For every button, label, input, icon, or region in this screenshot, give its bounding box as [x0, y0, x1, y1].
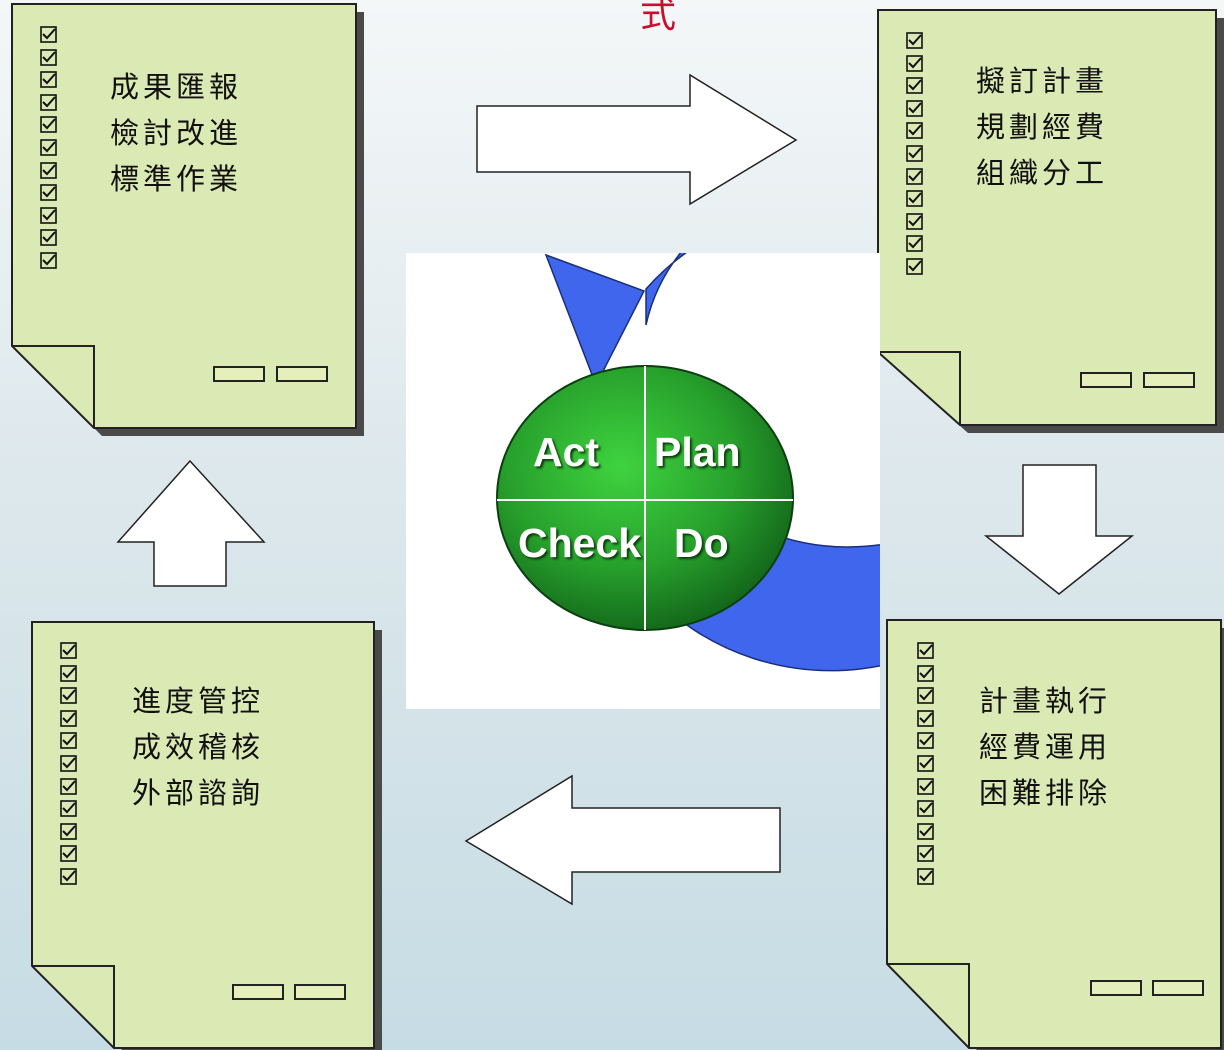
checkbox-icon	[60, 822, 77, 840]
checkbox-icon	[906, 235, 923, 253]
check-line-3: 外部諮詢	[132, 776, 265, 810]
checkbox-column	[917, 642, 934, 891]
checkbox-icon	[906, 99, 923, 117]
footer-slot	[1080, 372, 1132, 388]
act-line-2: 檢討改進	[110, 116, 243, 150]
plan-line-2: 規劃經費	[976, 110, 1109, 144]
cycle-arrowhead-icon	[544, 253, 646, 387]
checkbox-icon	[906, 54, 923, 72]
checkbox-icon	[60, 868, 77, 885]
act-line-3: 標準作業	[110, 162, 243, 196]
arrow-left-icon	[464, 774, 781, 906]
checkbox-icon	[60, 687, 77, 704]
checkbox-icon	[917, 755, 934, 772]
checkbox-icon	[917, 664, 934, 682]
checkbox-icon	[917, 777, 934, 795]
footer-slot	[213, 366, 265, 382]
checkbox-icon	[917, 709, 934, 727]
footer-slot	[276, 366, 328, 382]
footer-slot	[1152, 980, 1204, 996]
title-fragment: 式	[640, 0, 677, 36]
checkbox-icon	[60, 732, 77, 750]
checkbox-icon	[40, 116, 57, 134]
checkbox-icon	[906, 122, 923, 140]
checkbox-icon	[40, 229, 57, 247]
arrow-right-icon	[476, 73, 798, 206]
do-label: Do	[674, 520, 729, 566]
checkbox-icon	[917, 732, 934, 750]
checkbox-column	[60, 642, 77, 891]
checkbox-icon	[906, 145, 923, 162]
checkbox-icon	[40, 71, 57, 88]
do-card: 計畫執行 經費運用 困難排除	[886, 619, 1224, 1050]
checkbox-icon	[60, 709, 77, 727]
footer-slot	[1090, 980, 1142, 996]
checkbox-icon	[60, 642, 77, 659]
checkbox-icon	[40, 93, 57, 111]
footer-slot	[294, 984, 346, 1000]
checkbox-column	[906, 32, 923, 281]
plan-line-1: 擬訂計畫	[976, 64, 1109, 98]
arrow-up-icon	[116, 459, 266, 587]
checkbox-icon	[917, 822, 934, 840]
checkbox-icon	[40, 26, 57, 43]
checkbox-icon	[906, 190, 923, 207]
pdca-graphic	[496, 253, 880, 672]
do-line-3: 困難排除	[979, 776, 1112, 810]
checkbox-icon	[917, 687, 934, 704]
check-card: 進度管控 成效稽核 外部諮詢	[31, 621, 384, 1050]
check-line-1: 進度管控	[132, 684, 265, 718]
paper-sheet	[31, 621, 382, 1050]
checkbox-icon	[917, 800, 934, 817]
checkbox-icon	[906, 167, 923, 185]
act-line-1: 成果匯報	[110, 70, 243, 104]
checkbox-icon	[40, 184, 57, 201]
checkbox-icon	[40, 161, 57, 179]
checkbox-icon	[40, 206, 57, 224]
paper-sheet	[886, 619, 1224, 1050]
checkbox-icon	[40, 252, 57, 269]
plan-card: 擬訂計畫 規劃經費 組織分工	[877, 9, 1224, 433]
checkbox-icon	[40, 139, 57, 156]
checkbox-icon	[60, 777, 77, 795]
plan-line-3: 組織分工	[976, 156, 1109, 190]
do-line-2: 經費運用	[979, 730, 1112, 764]
footer-slot	[1143, 372, 1195, 388]
pdca-cycle: Act Plan Check Do	[406, 253, 880, 709]
do-line-1: 計畫執行	[979, 684, 1112, 718]
checkbox-icon	[917, 868, 934, 885]
checkbox-icon	[906, 258, 923, 275]
paper-sheet	[877, 9, 1224, 433]
footer-slot	[232, 984, 284, 1000]
paper-sheet	[11, 3, 364, 436]
checkbox-icon	[917, 845, 934, 863]
act-card: 成果匯報 檢討改進 標準作業	[11, 3, 367, 436]
checkbox-icon	[60, 845, 77, 863]
checkbox-icon	[40, 48, 57, 66]
checkbox-icon	[906, 212, 923, 230]
arrow-down-icon	[983, 464, 1135, 595]
check-line-2: 成效稽核	[132, 730, 265, 764]
plan-label: Plan	[654, 429, 741, 475]
act-label: Act	[533, 429, 600, 475]
checkbox-icon	[917, 642, 934, 659]
check-label: Check	[518, 520, 642, 566]
checkbox-icon	[60, 755, 77, 772]
checkbox-icon	[906, 32, 923, 49]
checkbox-icon	[60, 664, 77, 682]
checkbox-column	[40, 26, 57, 275]
checkbox-icon	[60, 800, 77, 817]
checkbox-icon	[906, 77, 923, 94]
